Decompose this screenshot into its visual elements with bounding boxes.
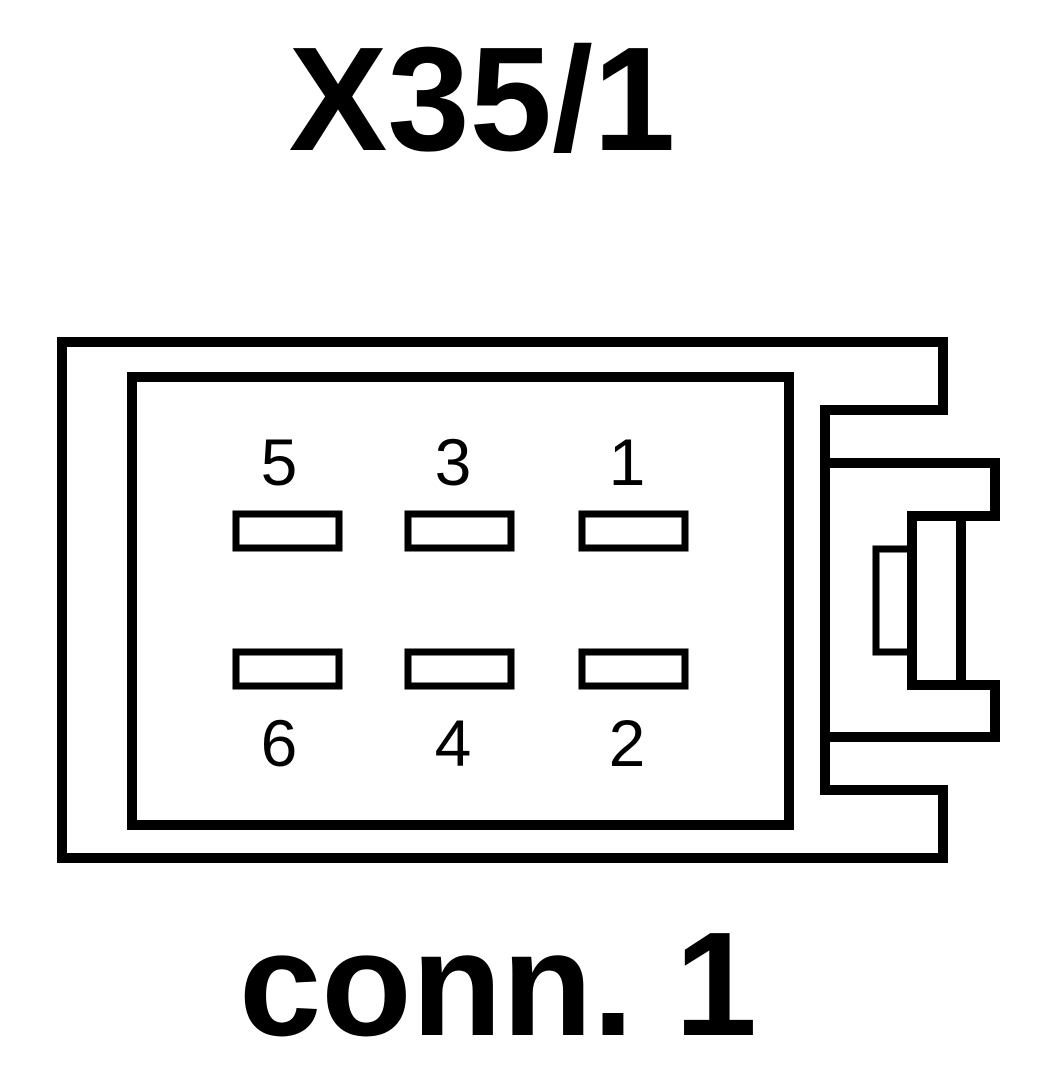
pin-3-label: 3 <box>435 425 472 499</box>
pin-2-contact <box>578 648 689 690</box>
pin-6-contact <box>232 648 343 690</box>
pin-4-contact <box>404 648 515 690</box>
connector-title: X35/1 <box>289 17 676 182</box>
pin-3-contact <box>404 510 515 552</box>
pin-2-label: 2 <box>609 706 646 780</box>
connector-latch-tab <box>872 545 916 656</box>
pin-1-contact <box>578 510 689 552</box>
pin-5-contact <box>232 510 343 552</box>
connector-caption: conn. 1 <box>239 902 757 1067</box>
pin-5-label: 5 <box>261 425 298 499</box>
pin-1-label: 1 <box>609 425 646 499</box>
pin-4-label: 4 <box>435 706 472 780</box>
connector-housing-outline <box>57 337 948 863</box>
connector-inner-cavity <box>127 372 794 830</box>
pin-group: 5 3 1 6 4 2 <box>232 425 689 780</box>
pin-6-label: 6 <box>261 706 298 780</box>
